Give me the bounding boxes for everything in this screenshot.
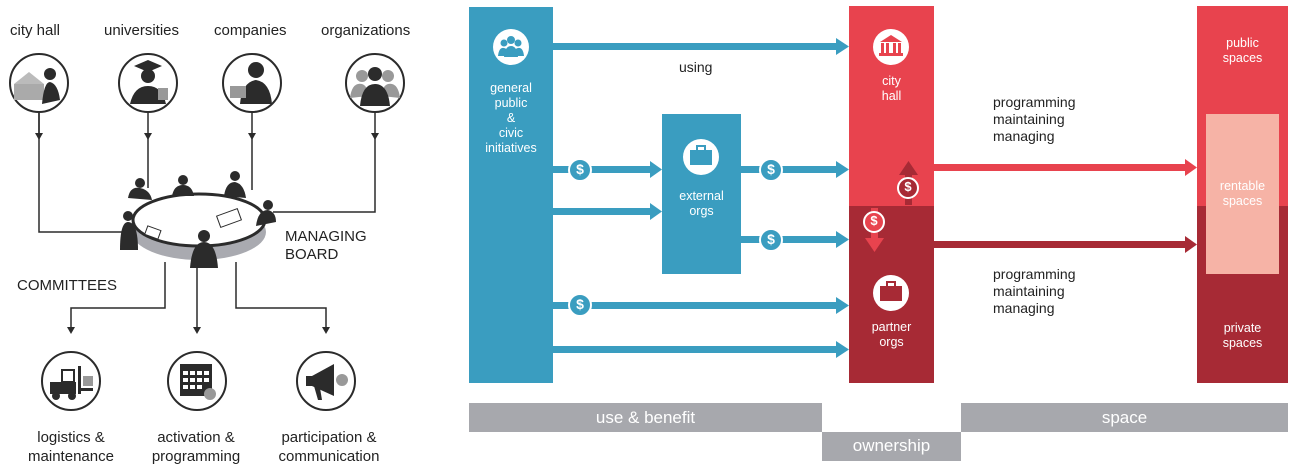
- rentable-spaces-line-2: spaces: [1222, 194, 1263, 208]
- use-benefit-bar: [469, 403, 822, 432]
- city-hall-label-line-2: hall: [881, 89, 902, 103]
- dollar-label-3: $: [767, 231, 775, 247]
- public-spaces-line-2: spaces: [1222, 51, 1263, 65]
- use-benefit-label: use & benefit: [595, 408, 696, 427]
- public-label-line-5: initiatives: [485, 141, 537, 155]
- megaphone-icon: [296, 351, 356, 411]
- stakeholder-label-universities: universities: [104, 22, 180, 39]
- committee-participation-line-2: communication: [278, 448, 380, 465]
- partner-label-line-2: orgs: [879, 335, 904, 349]
- partner-label: partner orgs: [849, 320, 934, 350]
- city-hall-icon: [9, 53, 69, 113]
- space-bar: [961, 403, 1288, 432]
- public-spaces-line-1: public: [1226, 36, 1259, 50]
- public-spaces-label: public spaces: [1197, 36, 1288, 66]
- committee-activation-line-1: activation &: [157, 429, 235, 446]
- external-label: external orgs: [662, 189, 741, 219]
- stakeholder-arrowheads: [35, 133, 379, 140]
- committee-label-participation: participation & communication: [263, 428, 395, 466]
- managing-board-table: [120, 171, 276, 268]
- dollar-label-2: $: [767, 161, 775, 177]
- committee-participation-line-1: participation &: [281, 429, 377, 446]
- private-spaces-line-2: spaces: [1222, 336, 1263, 350]
- dollar-label-1: $: [576, 161, 584, 177]
- committees-label: COMMITTEES: [17, 277, 117, 294]
- dollar-label-4: $: [576, 296, 584, 312]
- public-label-line-3: &: [506, 111, 516, 125]
- actions-bottom: programming maintaining managing: [993, 266, 1075, 317]
- private-spaces-line-1: private: [1223, 321, 1262, 335]
- public-label-line-1: general: [490, 81, 532, 95]
- public-label-line-2: public: [494, 96, 528, 110]
- rentable-spaces-label: rentable spaces: [1206, 179, 1279, 209]
- ownership-bar: [822, 432, 961, 461]
- board-label-line-1: MANAGING: [285, 228, 367, 245]
- businessman-icon: [222, 53, 282, 113]
- board-label-line-2: BOARD: [285, 246, 339, 263]
- external-label-line-2: orgs: [689, 204, 714, 218]
- graduate-icon: [118, 53, 178, 113]
- committee-activation-line-2: programming: [151, 448, 241, 465]
- ownership-label: ownership: [852, 436, 931, 455]
- dollar-markers: [568, 158, 919, 317]
- stakeholder-label-companies: companies: [214, 22, 287, 39]
- actions-top: programming maintaining managing: [993, 94, 1075, 145]
- city-hall-label-line-1: city: [882, 74, 901, 88]
- teal-arrows: [553, 38, 849, 358]
- dollar-label-5: $: [904, 179, 912, 194]
- arrowhead-partner-to-private-spaces: [1185, 236, 1197, 253]
- external-label-line-1: external: [679, 189, 724, 203]
- stakeholder-connectors: [38, 112, 376, 233]
- people-icon: [493, 29, 529, 65]
- arrow-city-to-public-spaces: [934, 164, 1185, 171]
- actions-top-line-1: programming: [993, 94, 1076, 110]
- rentable-spaces-box: [1206, 114, 1279, 274]
- dollar-label-6: $: [870, 213, 878, 228]
- committee-label-activation: activation & programming: [135, 428, 257, 466]
- group-icon: [345, 53, 405, 113]
- actions-top-line-2: maintaining: [993, 111, 1065, 127]
- using-label: using: [679, 59, 713, 75]
- public-column: [469, 7, 553, 383]
- stakeholder-label-organizations: organizations: [321, 22, 411, 39]
- calendar-icon: [167, 351, 227, 411]
- committee-connectors: [70, 262, 327, 330]
- partner-label-line-1: partner: [871, 320, 912, 334]
- city-hall-building-icon: [873, 29, 909, 65]
- forklift-icon: [41, 351, 101, 411]
- arrowhead-city-to-public-spaces: [1185, 159, 1197, 176]
- actions-top-line-3: managing: [993, 128, 1055, 144]
- actions-bottom-line-3: managing: [993, 300, 1055, 316]
- space-label: space: [1101, 408, 1148, 427]
- arrow-partner-to-private-spaces: [934, 241, 1185, 248]
- committee-arrowheads: [67, 327, 330, 334]
- actions-bottom-line-2: maintaining: [993, 283, 1065, 299]
- committee-logistics-line-2: maintenance: [28, 448, 114, 465]
- public-label-line-4: civic: [498, 126, 524, 140]
- committee-label-logistics: logistics & maintenance: [11, 428, 131, 466]
- committee-logistics-line-1: logistics &: [37, 429, 105, 446]
- partner-briefcase-icon: [873, 275, 909, 311]
- stakeholder-label-city-hall: city hall: [10, 22, 61, 39]
- external-briefcase-icon: [683, 139, 719, 175]
- private-spaces-label: private spaces: [1197, 321, 1288, 351]
- actions-bottom-line-1: programming: [993, 266, 1076, 282]
- rentable-spaces-line-1: rentable: [1219, 179, 1266, 193]
- public-label: general public & civic initiatives: [469, 81, 553, 156]
- city-hall-label: city hall: [849, 74, 934, 104]
